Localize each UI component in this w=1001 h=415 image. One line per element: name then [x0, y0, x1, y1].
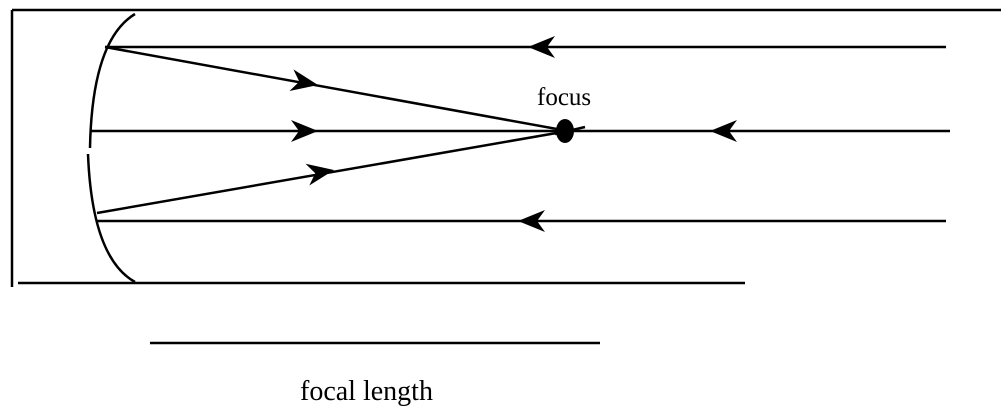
focal-length-label: focal length [300, 376, 433, 407]
reflected-ray-bottom [96, 129, 569, 215]
arrow-left-bottom-ray-icon [518, 210, 545, 232]
arrow-left-top-ray-icon [528, 36, 555, 58]
arrow-left-axis-ray-icon [710, 120, 737, 142]
focus-label: focus [537, 84, 592, 111]
mirror-curve-lower [86, 153, 136, 284]
reflected-ray-top [104, 45, 569, 133]
arrow-right-reflected-top-icon [289, 69, 318, 91]
arrow-right-reflected-bottom-icon [305, 163, 334, 186]
mirror-curve-upper [88, 12, 136, 149]
arrow-right-axis-ray-icon [291, 120, 318, 142]
focus-point [556, 119, 574, 143]
